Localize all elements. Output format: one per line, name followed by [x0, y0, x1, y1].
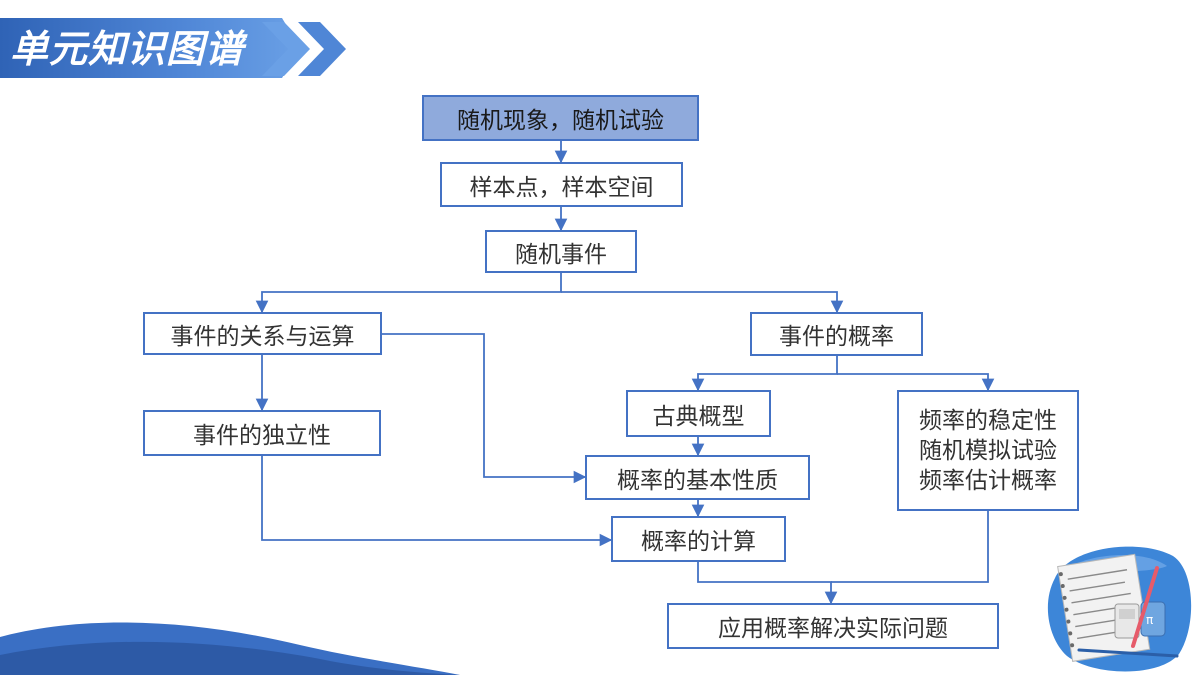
node-probability-properties: 概率的基本性质 [585, 455, 810, 500]
node-random-event: 随机事件 [485, 230, 637, 273]
edge-n6-n9 [261, 456, 613, 547]
svg-text:π: π [1146, 613, 1153, 627]
node-label: 随机事件 [515, 241, 607, 268]
edge-n4-n8 [382, 333, 587, 484]
math-notebook-icon: π [1047, 546, 1192, 672]
node-event-relations: 事件的关系与运算 [143, 312, 382, 355]
node-label: 事件的独立性 [193, 423, 331, 449]
node-event-independence: 事件的独立性 [143, 410, 381, 456]
node-label: 应用概率解决实际问题 [718, 616, 948, 642]
edge-n3-n5 [561, 291, 844, 314]
header-banner [0, 18, 300, 78]
edge-n10-n11 [831, 511, 989, 583]
node-random-phenomena: 随机现象，随机试验 [422, 95, 699, 141]
node-probability-calculation: 概率的计算 [611, 516, 786, 562]
node-label-line-3: 频率估计概率 [919, 467, 1057, 494]
node-label: 事件的概率 [779, 324, 894, 350]
node-application: 应用概率解决实际问题 [667, 603, 999, 649]
node-label: 事件的关系与运算 [170, 323, 355, 350]
node-label-line-1: 频率的稳定性 [919, 407, 1057, 434]
chevron-right-icon [262, 22, 346, 76]
edge-n9-n11 [697, 562, 838, 605]
node-label-line-2: 随机模拟试验 [919, 437, 1057, 464]
node-label: 概率的计算 [641, 529, 756, 555]
node-label: 随机现象，随机试验 [457, 108, 664, 134]
wave-decoration [0, 622, 460, 675]
node-sample-space: 样本点，样本空间 [440, 162, 683, 207]
edge-n5-n10 [837, 373, 995, 392]
edge-n3-split [255, 273, 562, 314]
node-label: 样本点，样本空间 [469, 174, 654, 201]
node-event-probability: 事件的概率 [750, 312, 923, 356]
node-classical-model: 古典概型 [626, 390, 771, 437]
node-label: 古典概型 [652, 403, 745, 430]
node-label: 概率的基本性质 [617, 467, 778, 494]
node-frequency: 频率的稳定性 随机模拟试验 频率估计概率 [897, 390, 1079, 511]
edge-n5-split [691, 356, 838, 392]
page-title: 单元知识图谱 [10, 27, 245, 71]
